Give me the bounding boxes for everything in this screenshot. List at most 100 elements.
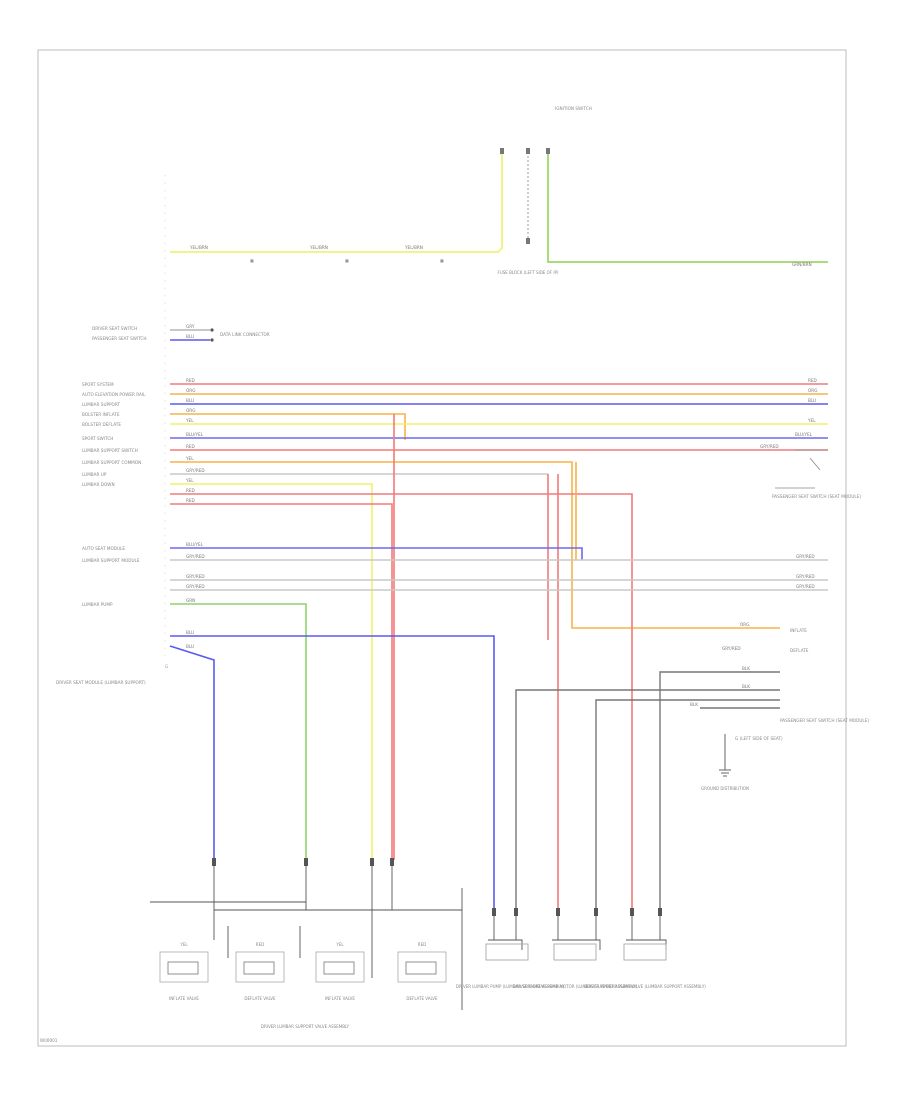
right-bus-labels: RED ORG BLU YEL BLU/YEL GRY/RED — [760, 378, 817, 449]
mid-wires — [169, 547, 828, 910]
bus-label-6: BLU/YEL — [186, 432, 204, 437]
mid-wire-labels: BLU/YEL GRY/RED GRY/RED GRY/RED GRN BLU … — [186, 542, 815, 649]
valve-tag-2: RED — [256, 942, 264, 947]
rb-label-1: ORG — [740, 622, 749, 627]
rb-label-5: BLK — [690, 702, 698, 707]
mid-right-label-1: GRY/RED — [796, 554, 815, 559]
passenger-switch-label: PASSENGER SEAT SWITCH (SEAT MODULE) — [772, 494, 861, 499]
seat-switch-label: PASSENGER SEAT SWITCH (SEAT MODULE) — [780, 718, 869, 723]
rb-label-3: BLK — [742, 666, 750, 671]
right-label-3: BLU — [808, 398, 816, 403]
valve-label-1: INFLATE VALVE — [169, 996, 199, 1001]
data-link-label: DATA LINK CONNECTOR — [220, 332, 270, 337]
mod-label-8: LUMBAR SUPPORT SWITCH — [82, 448, 138, 453]
short-wire-label-1: GRY — [186, 324, 195, 329]
valve-tag-1: YEL — [179, 942, 188, 947]
valve-tag-4: RED — [418, 942, 426, 947]
pump-3: DRIVER LUMBAR PUMP VALVE (LUMBAR SUPPORT… — [584, 916, 706, 989]
bus-label-10: YEL — [185, 478, 194, 483]
main-bus-labels: RED ORG BLU ORG YEL BLU/YEL RED YEL GRY/… — [185, 378, 205, 503]
rb-label-4: BLK — [742, 684, 750, 689]
mod-label-5: BOLSTER INFLATE — [82, 412, 120, 417]
bus-label-4: ORG — [186, 408, 195, 413]
top-feed-wire — [170, 148, 828, 263]
bus-label-5: YEL — [185, 418, 194, 423]
valve-label-4: DEFLATE VALVE — [406, 996, 438, 1001]
top-wire-label-2: YEL/BRN — [309, 245, 328, 250]
top-splice-2: ■ — [345, 258, 349, 263]
right-label-2: ORG — [808, 388, 817, 393]
short-wires — [170, 328, 214, 342]
bus-label-12: RED — [186, 498, 195, 503]
rb-label-2: GRY/RED — [722, 646, 741, 651]
ground-caption: GROUND DISTRIBUTION — [701, 786, 749, 791]
mid-right-label-3: GRY/RED — [796, 584, 815, 589]
mod-label-7: SPORT SWITCH — [82, 436, 113, 441]
valve-2: RED DEFLATE VALVE — [235, 942, 285, 1001]
mid-label-6: BLU — [186, 630, 194, 635]
mod-label-14: LUMBAR PUMP — [82, 602, 113, 607]
mid-label-4: GRY/RED — [186, 584, 205, 589]
mod-label-10: LUMBAR UP — [82, 472, 107, 477]
valve-group-label: DRIVER LUMBAR SUPPORT VALVE ASSEMBLY — [261, 1024, 350, 1029]
fuse-block-label: FUSE BLOCK (LEFT SIDE OF IP) — [498, 270, 559, 275]
top-wire-label-1: YEL/BRN — [189, 245, 208, 250]
mid-label-2: GRY/RED — [186, 554, 205, 559]
valve-label-2: DEFLATE VALVE — [244, 996, 276, 1001]
bus-label-11: RED — [186, 488, 195, 493]
top-wire-label-3: YEL/BRN — [404, 245, 423, 250]
ignition-switch-label: IGNITION SWITCH — [555, 106, 592, 111]
top-splice-1: ■ — [250, 258, 254, 263]
bus-branches — [393, 414, 577, 910]
valve-4: RED DEFLATE VALVE — [397, 942, 447, 1001]
green-wire-label: GRN/BRN — [792, 262, 812, 267]
module-ground-pin: G — [165, 664, 168, 669]
main-bus-wires — [170, 383, 828, 910]
diagram-frame — [37, 49, 847, 1047]
pump-label-2: DRIVER LUMBAR PUMP MOTOR (LUMBAR SUPPORT… — [513, 984, 638, 989]
module-labels: DRIVER SEAT SWITCH PASSENGER SEAT SWITCH… — [56, 326, 168, 685]
right-label-5: YEL — [807, 418, 816, 423]
right-lower-labels: ORG GRY/RED BLK BLK BLK INFLATE DEFLATE — [690, 622, 809, 707]
bus-label-1: RED — [186, 378, 195, 383]
mod-label-6: BOLSTER DEFLATE — [82, 422, 121, 427]
valve-3: YEL INFLATE VALVE — [315, 942, 365, 1001]
ground-right — [719, 734, 731, 777]
mod-label-9: LUMBAR SUPPORT COMMON — [82, 460, 141, 465]
mod-label-12: AUTO SEAT MODULE — [82, 546, 125, 551]
module-name: DRIVER SEAT MODULE (LUMBAR SUPPORT) — [56, 680, 146, 685]
valve-label-3: INFLATE VALVE — [325, 996, 355, 1001]
valve-tag-3: YEL — [335, 942, 344, 947]
pump-label-1: DRIVER LUMBAR PUMP (LUMBAR SUPPORT ASSEM… — [456, 984, 565, 989]
mod-label-1: PASSENGER SEAT SWITCH — [92, 336, 147, 341]
figure-code: W00001 — [40, 1038, 58, 1043]
pump-label-3: DRIVER LUMBAR PUMP VALVE (LUMBAR SUPPORT… — [584, 984, 706, 989]
mod-label-0: DRIVER SEAT SWITCH — [92, 326, 137, 331]
mod-label-3: AUTO ELEVATION POWER RAIL — [82, 392, 146, 397]
valve-bus — [150, 866, 463, 1010]
top-splice-3: ■ — [440, 258, 444, 263]
mid-right-label-2: GRY/RED — [796, 574, 815, 579]
mod-label-4: LUMBAR SUPPORT — [82, 402, 120, 407]
deflate-conn-label: DEFLATE — [790, 648, 809, 653]
inflate-conn-label: INFLATE — [790, 628, 807, 633]
right-label-1: RED — [808, 378, 817, 383]
bus-label-9: GRY/RED — [186, 468, 205, 473]
short-wire-label-2: BLU — [186, 334, 194, 339]
seat-switch-block: PASSENGER SEAT SWITCH (SEAT MODULE) — [780, 718, 869, 723]
ground-right-label: G (LEFT SIDE OF SEAT) — [735, 736, 783, 741]
mod-label-11: LUMBAR DOWN — [82, 482, 115, 487]
bus-label-3: BLU — [186, 398, 194, 403]
pump-1: DRIVER LUMBAR PUMP (LUMBAR SUPPORT ASSEM… — [456, 916, 565, 989]
bus-label-7: RED — [186, 444, 195, 449]
mid-label-1: BLU/YEL — [186, 542, 204, 547]
mod-label-2: SPORT SYSTEM — [82, 382, 114, 387]
pump-2: DRIVER LUMBAR PUMP MOTOR (LUMBAR SUPPORT… — [513, 916, 638, 989]
mid-label-5: GRN — [186, 598, 195, 603]
right-label-7: GRY/RED — [760, 444, 779, 449]
mid-label-3: GRY/RED — [186, 574, 205, 579]
bus-label-8: YEL — [185, 456, 194, 461]
passenger-switch-connector — [775, 449, 828, 489]
right-label-6: BLU/YEL — [795, 432, 813, 437]
